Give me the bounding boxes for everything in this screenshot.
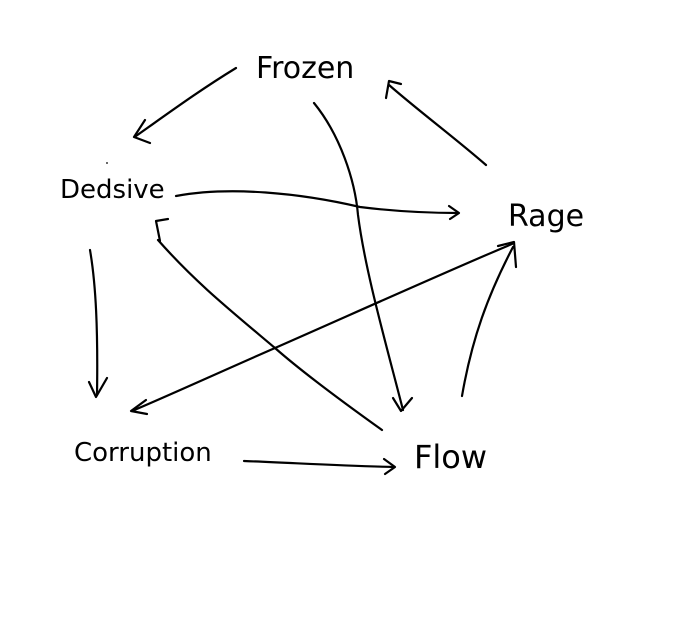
node-corruption: Corruption: [74, 438, 212, 468]
edge-rage-to-frozen: [384, 79, 488, 167]
edge-decisive-to-rage: [174, 190, 461, 221]
node-flow: Flow: [414, 438, 487, 476]
edge-flow-to-decisive: [154, 217, 384, 432]
node-frozen: Frozen: [256, 51, 354, 86]
edge-corruption-to-flow: [242, 457, 397, 476]
node-decisive: Dedsive: [60, 175, 165, 205]
edge-frozen-to-flow: [312, 101, 414, 413]
stray-dot: [106, 162, 108, 164]
edge-frozen-to-decisive: [132, 66, 238, 145]
node-rage: Rage: [508, 199, 584, 234]
edge-rage-to-corruption: [129, 242, 514, 416]
edge-decisive-to-corruption: [87, 248, 109, 399]
edge-flow-to-rage: [460, 240, 518, 398]
